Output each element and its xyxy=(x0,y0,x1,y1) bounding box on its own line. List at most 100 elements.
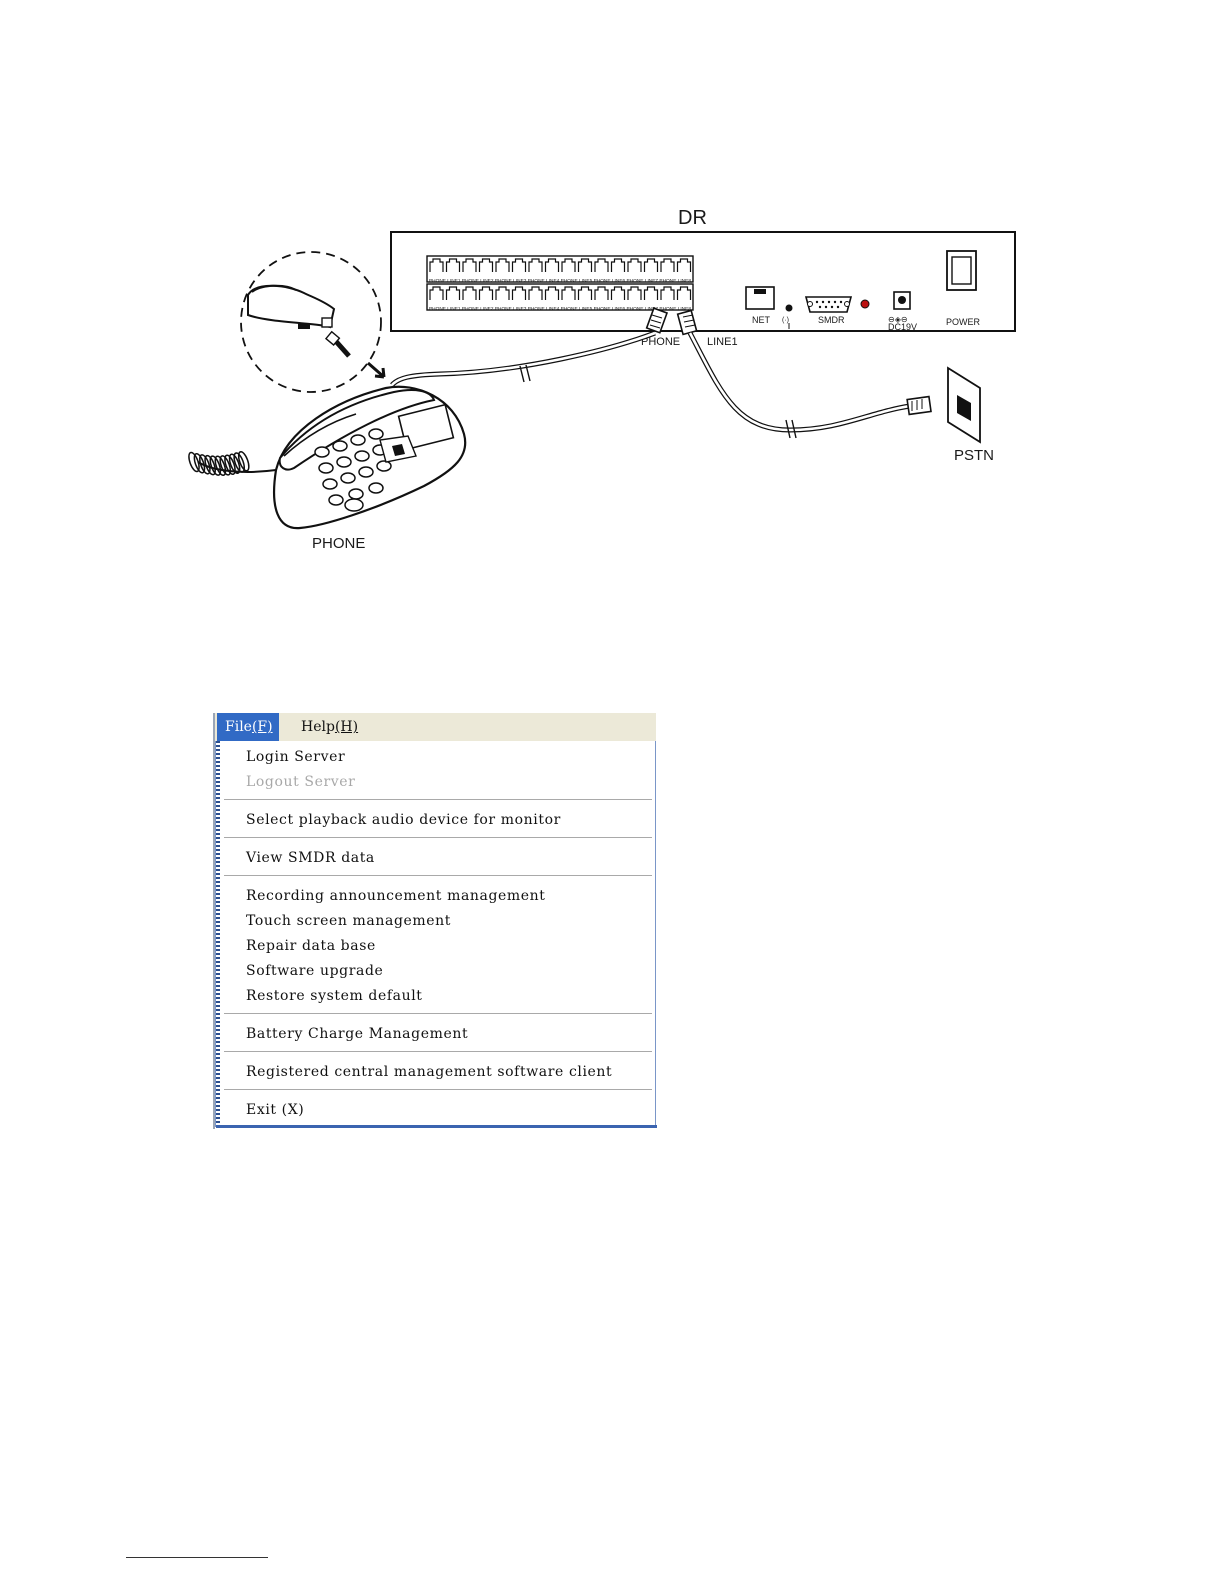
keypad-button-icon xyxy=(328,494,344,506)
port-strip-label-top: PHONE LINE1 PHONE LINE2 PHONE LINE3 PHON… xyxy=(429,278,692,283)
rj-port-icon xyxy=(610,258,626,272)
menu-file-label: File xyxy=(225,719,252,735)
rj-port-icon xyxy=(610,286,626,300)
net-label: NET xyxy=(752,315,771,325)
phone-port-label: PHONE xyxy=(641,336,680,348)
telephone-icon xyxy=(188,385,467,530)
port-strip-label-bottom: PHONE LINE1 PHONE LINE2 PHONE LINE3 PHON… xyxy=(429,306,692,311)
power-label: POWER xyxy=(946,317,981,327)
menu-item-select-playback[interactable]: Select playback audio device for monitor xyxy=(246,812,561,828)
keypad-button-icon xyxy=(368,428,384,440)
menu-screenshot: File(F) Help(H) Login Server Logout Serv… xyxy=(213,713,657,1129)
dc-polarity-label: ⊖◈⊖ xyxy=(888,315,908,324)
coiled-cord-icon xyxy=(233,452,246,473)
coiled-cord-icon xyxy=(228,453,241,474)
rj-port-icon xyxy=(511,286,527,300)
menu-separator xyxy=(224,875,652,877)
smdr-label: SMDR xyxy=(818,315,845,325)
rj-port-icon xyxy=(676,286,692,300)
phone-plug-icon xyxy=(645,307,669,334)
coiled-cord-icon xyxy=(214,455,227,476)
rj-port-icon xyxy=(495,286,510,300)
keypad-button-icon xyxy=(358,466,374,478)
coiled-cord-icon xyxy=(224,454,236,475)
rj-port-icon xyxy=(643,286,659,300)
pstn-label: PSTN xyxy=(954,447,994,464)
dc-power-jack xyxy=(893,291,911,310)
menu-item-battery-charge[interactable]: Battery Charge Management xyxy=(246,1026,469,1042)
net-port xyxy=(745,286,775,310)
menu-help-label: Help xyxy=(301,719,335,735)
menu-file[interactable]: File(F) xyxy=(217,713,279,741)
menu-help[interactable]: Help(H) xyxy=(293,713,366,741)
coiled-cord-icon xyxy=(209,455,222,476)
line-port-label: LINE1 xyxy=(707,336,738,348)
rj-port-icon xyxy=(462,258,477,272)
power-switch xyxy=(946,250,977,291)
keypad-button-icon xyxy=(318,462,334,474)
reset-button-icon xyxy=(785,304,793,312)
rj-port-icon xyxy=(462,286,477,300)
rj-port-icon xyxy=(478,286,494,300)
menu-bottom-border xyxy=(216,1125,657,1128)
smdr-serial-port xyxy=(804,296,853,313)
rj-port-icon xyxy=(544,286,560,300)
rj-port-icon xyxy=(594,258,609,272)
rj-port-icon xyxy=(577,286,593,300)
footnote-rule xyxy=(126,1557,268,1558)
keypad-button-icon xyxy=(350,434,366,446)
menu-separator xyxy=(224,799,652,801)
rj-port-icon xyxy=(429,258,444,272)
rj-port-icon xyxy=(478,258,494,272)
rj-port-icon xyxy=(528,258,543,272)
menu-item-login-server[interactable]: Login Server xyxy=(246,749,346,765)
rj-port-icon xyxy=(660,258,675,272)
signal-icon: (·) xyxy=(782,317,789,324)
device-label: DR xyxy=(678,207,707,229)
phone-rear-detail xyxy=(247,284,351,358)
pstn-plug-icon xyxy=(906,395,932,416)
phone-label: PHONE xyxy=(312,535,365,552)
dc-label: DC19V xyxy=(888,322,917,332)
keypad-button-icon xyxy=(348,488,364,500)
coiled-cord-icon xyxy=(193,452,206,474)
file-dropdown-menu: Login Server Logout Server Select playba… xyxy=(215,741,657,1128)
rj-port-icon xyxy=(676,258,692,272)
connection-diagram: DR PHONE LINE1 PHONE LINE2 PHONE LINE3 P… xyxy=(188,207,1016,552)
keypad-button-icon xyxy=(376,460,392,472)
keypad-button-icon xyxy=(344,498,364,512)
menu-item-restore-default[interactable]: Restore system default xyxy=(246,988,423,1004)
coiled-cord-icon xyxy=(204,454,216,476)
menu-item-exit[interactable]: Exit (X) xyxy=(246,1102,305,1118)
arrow-icon xyxy=(367,361,386,379)
rj-port-icon xyxy=(627,258,642,272)
rj-port-icon xyxy=(577,258,593,272)
menu-item-software-upgrade[interactable]: Software upgrade xyxy=(246,963,384,979)
menu-separator xyxy=(224,837,652,839)
rj-port-icon xyxy=(495,258,510,272)
menu-file-mnemonic: (F) xyxy=(251,719,273,735)
coiled-cord-icon xyxy=(188,451,200,473)
menu-item-logout-server: Logout Server xyxy=(246,774,356,790)
menu-item-touch-screen[interactable]: Touch screen management xyxy=(246,913,451,929)
rj-port-icon xyxy=(561,286,576,300)
rj-port-icon xyxy=(528,286,543,300)
menu-item-view-smdr[interactable]: View SMDR data xyxy=(246,850,375,866)
keypad-button-icon xyxy=(336,456,352,468)
keypad-button-icon xyxy=(322,478,338,490)
keypad-button-icon xyxy=(314,446,330,458)
menu-separator xyxy=(224,1051,652,1053)
keypad-button-icon xyxy=(332,440,348,452)
menu-separator xyxy=(224,1013,652,1015)
keypad-button-icon xyxy=(340,472,356,484)
menu-item-repair-database[interactable]: Repair data base xyxy=(246,938,376,954)
rj-port-icon xyxy=(429,286,444,300)
menu-item-registered-client[interactable]: Registered central management software c… xyxy=(246,1064,613,1080)
coiled-cord-icon xyxy=(237,451,250,472)
menu-separator xyxy=(224,1089,652,1091)
line-plug-icon xyxy=(676,309,698,336)
rj-port-icon xyxy=(643,258,659,272)
menu-item-recording-announcement[interactable]: Recording announcement management xyxy=(246,888,546,904)
menu-help-mnemonic: (H) xyxy=(334,719,359,735)
rj-port-icon xyxy=(561,258,576,272)
